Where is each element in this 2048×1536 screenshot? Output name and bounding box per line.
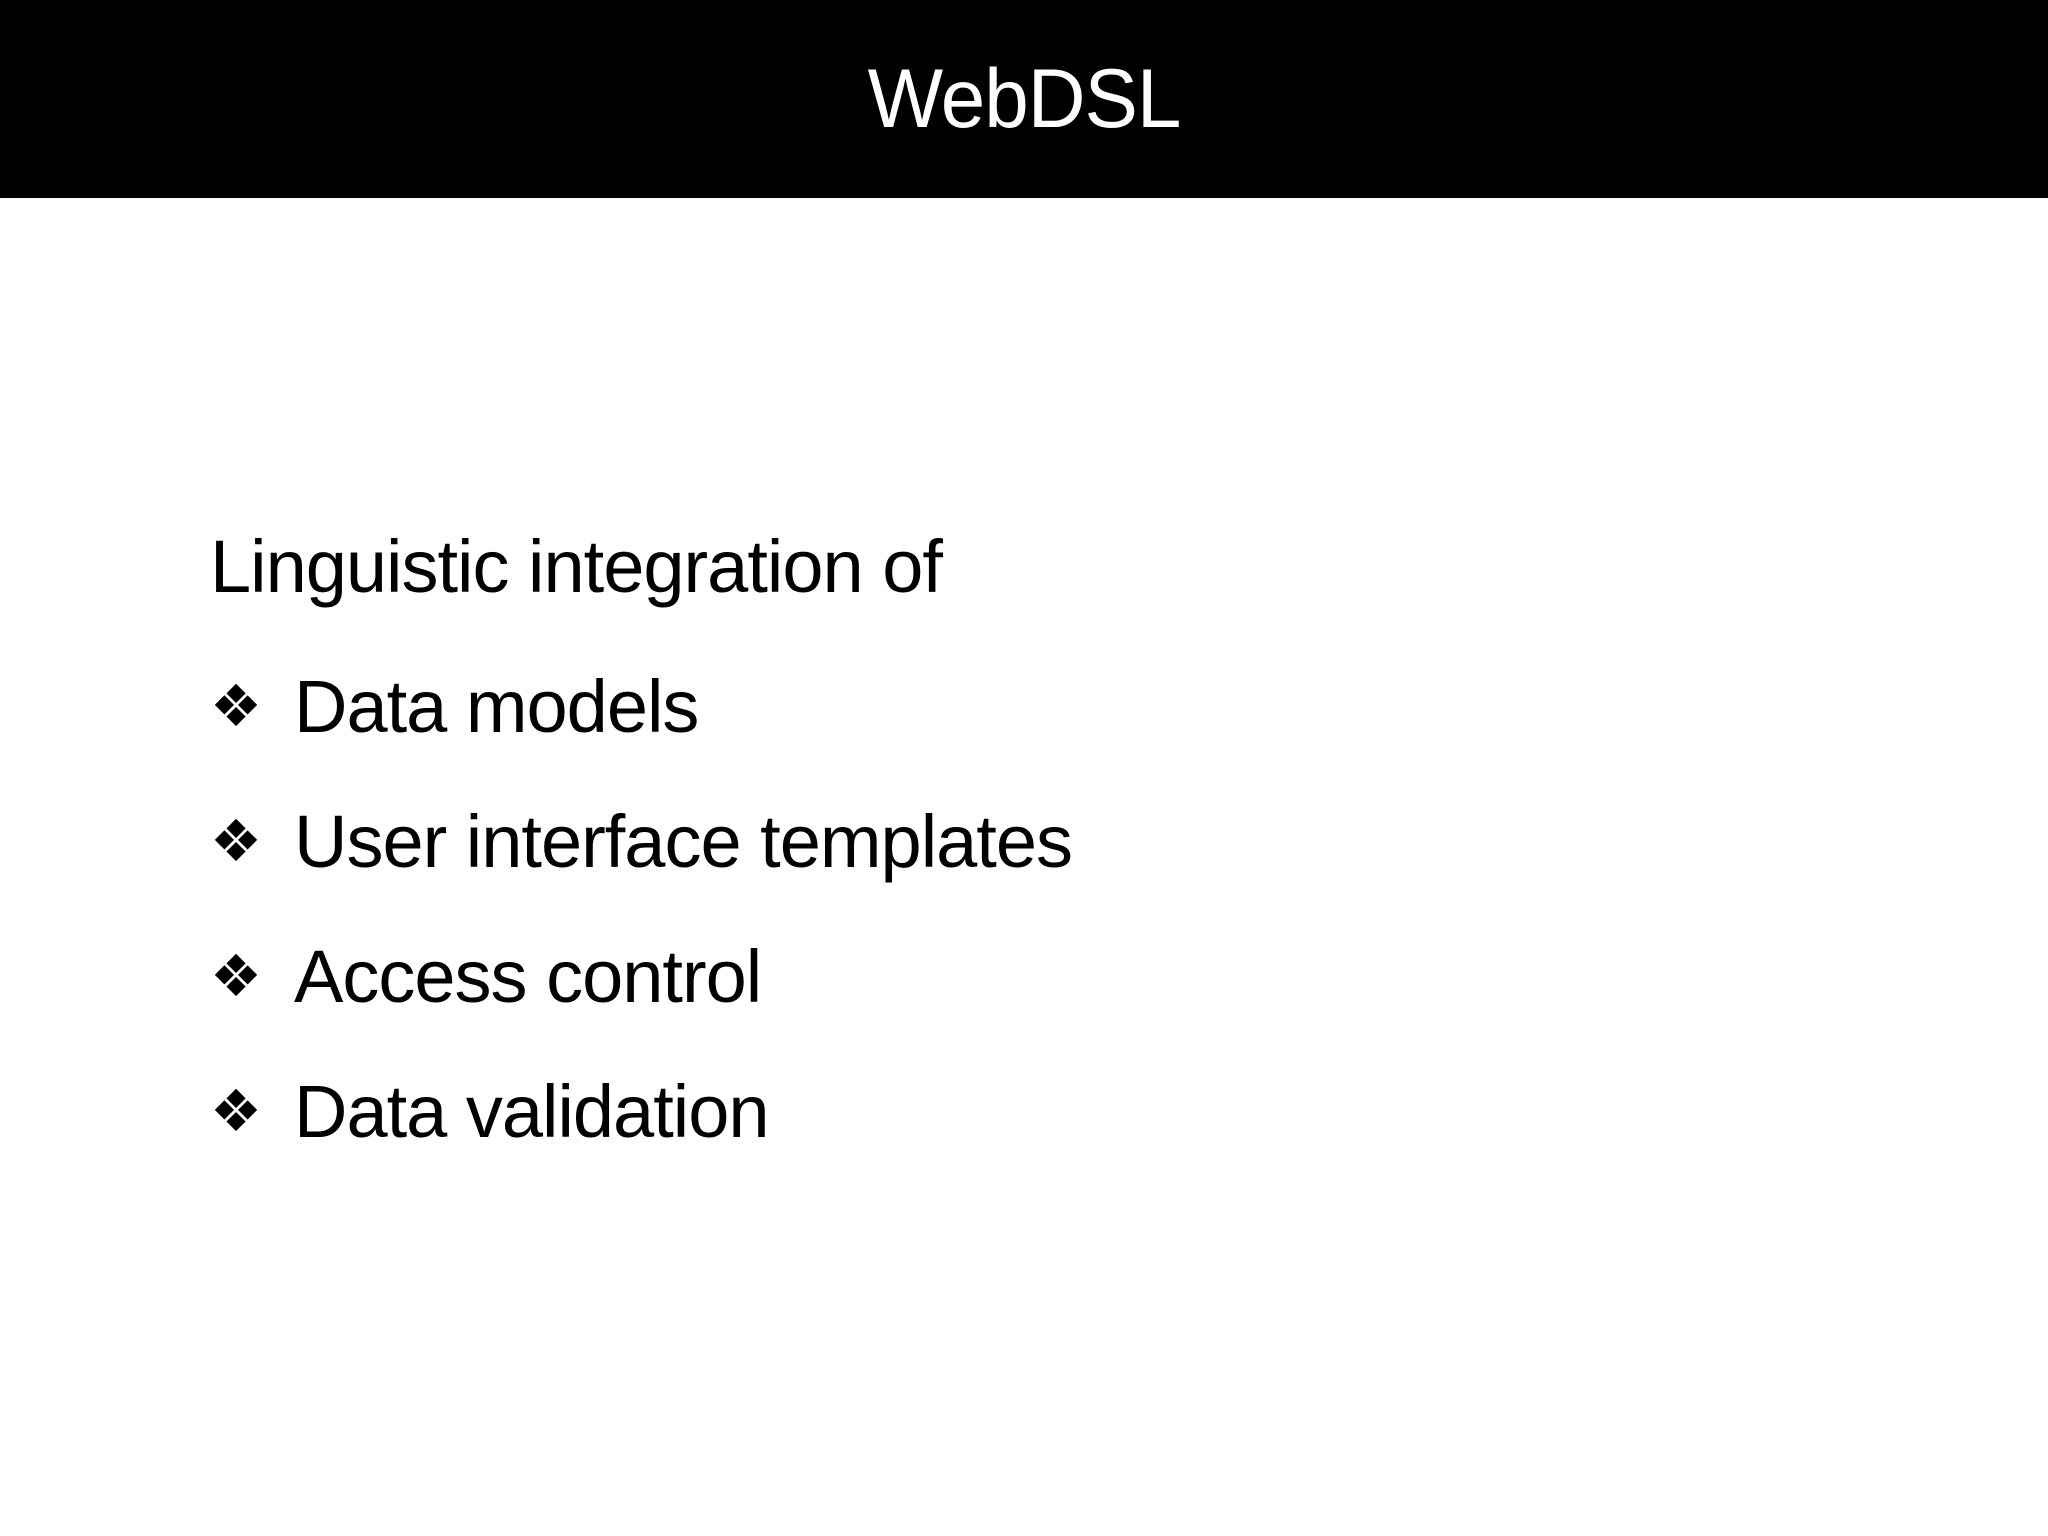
slide-title: WebDSL: [867, 52, 1182, 145]
bullet-item: ❖ Access control: [210, 931, 1968, 1023]
body-heading: Linguistic integration of: [210, 525, 943, 608]
bullet-item: ❖ Data validation: [210, 1066, 1968, 1158]
diamond-bullet-icon: ❖: [210, 674, 262, 739]
diamond-bullet-icon: ❖: [210, 944, 262, 1009]
bullet-list: ❖ Data models ❖ User interface templates…: [210, 661, 1968, 1158]
bullet-label: Data validation: [294, 1070, 770, 1153]
diamond-bullet-icon: ❖: [210, 1079, 262, 1144]
bullet-label: Data models: [294, 665, 699, 748]
bullet-item: ❖ Data models: [210, 661, 1968, 753]
diamond-bullet-icon: ❖: [210, 809, 262, 874]
bullet-label: Access control: [294, 935, 762, 1018]
bullet-label: User interface templates: [294, 800, 1073, 883]
bullet-item: ❖ User interface templates: [210, 796, 1968, 888]
slide-header-bar: WebDSL: [0, 0, 2048, 198]
slide-body: Linguistic integration of ❖ Data models …: [210, 521, 1968, 1158]
